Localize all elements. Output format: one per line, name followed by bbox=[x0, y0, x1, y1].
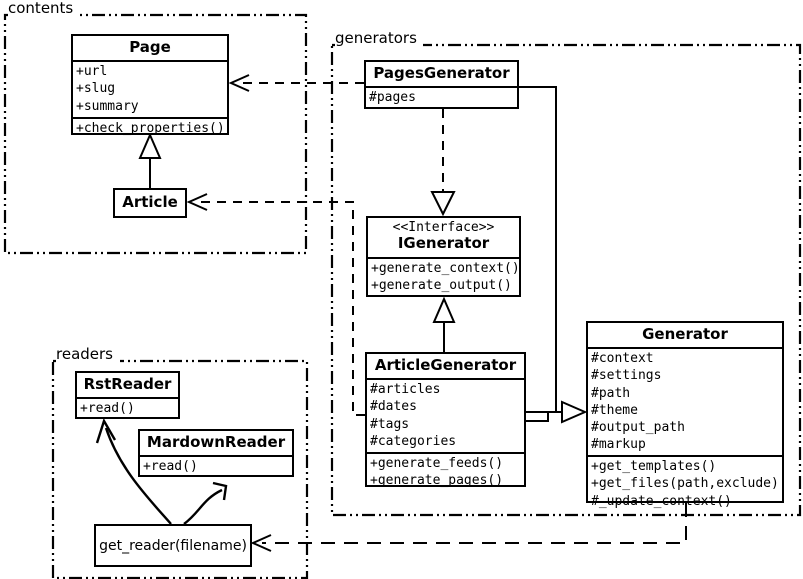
attribute-summary: +summary bbox=[76, 98, 139, 114]
class-operations-mardown-reader: +read() bbox=[140, 455, 292, 477]
operation-generate-context: +generate_context() bbox=[371, 260, 520, 276]
class-box-article[interactable]: Article bbox=[113, 188, 187, 218]
operation-check-properties: +check_properties() bbox=[76, 120, 225, 136]
operation-read-markdown: +read() bbox=[143, 459, 198, 475]
class-operations-article-generator: +generate_feeds() +generate_pages() bbox=[367, 451, 524, 491]
class-box-igenerator[interactable]: <<Interface>> IGenerator +generate_conte… bbox=[366, 216, 521, 297]
attribute-url: +url bbox=[76, 64, 108, 80]
class-stereotype-igenerator: <<Interface>> bbox=[392, 220, 495, 235]
class-box-article-generator[interactable]: ArticleGenerator #articles #dates #tags … bbox=[365, 352, 526, 488]
class-title-generator: Generator bbox=[642, 325, 728, 343]
class-attributes-article-generator: #articles #dates #tags #categories bbox=[367, 378, 524, 452]
attribute-settings: #settings bbox=[591, 368, 662, 384]
function-box-get-reader[interactable]: get_reader(filename) bbox=[94, 524, 252, 567]
package-label-readers: readers bbox=[56, 345, 113, 363]
class-box-mardown-reader[interactable]: MardownReader +read() bbox=[138, 429, 294, 477]
class-attributes-generator: #context #settings #path #theme #output_… bbox=[588, 347, 782, 455]
operation-get-templates: +get_templates() bbox=[591, 459, 717, 475]
class-title-page: Page bbox=[129, 38, 171, 56]
class-title-article-generator: ArticleGenerator bbox=[374, 356, 517, 374]
class-title-igenerator: IGenerator bbox=[397, 234, 490, 253]
class-operations-page: +check_properties() bbox=[73, 116, 227, 139]
operation-read-rst: +read() bbox=[80, 401, 135, 417]
connector-articlegenerator-extends-igenerator bbox=[432, 296, 456, 352]
attribute-tags: #tags bbox=[370, 416, 410, 432]
class-box-page[interactable]: Page +url +slug +summary +check_properti… bbox=[71, 34, 229, 136]
class-title-pages-generator: PagesGenerator bbox=[373, 64, 510, 82]
function-label-get-reader: get_reader(filename) bbox=[99, 537, 247, 554]
connector-article-extends-page bbox=[138, 132, 162, 188]
connector-pagesgenerator-to-page bbox=[228, 74, 364, 92]
class-operations-igenerator: +generate_context() +generate_output() bbox=[368, 256, 520, 296]
class-box-rst-reader[interactable]: RstReader +read() bbox=[75, 371, 180, 419]
attribute-output-path: #output_path bbox=[591, 419, 685, 435]
attribute-path: #path bbox=[591, 385, 631, 401]
attribute-articles: #articles bbox=[370, 382, 441, 398]
connector-pagesgenerator-realizes-igenerator bbox=[430, 109, 456, 217]
class-attributes-page: +url +slug +summary bbox=[73, 60, 227, 116]
operation-generate-feeds: +generate_feeds() bbox=[370, 455, 504, 471]
class-title-mardown-reader: MardownReader bbox=[146, 433, 286, 451]
attribute-dates: #dates bbox=[370, 399, 417, 415]
operation-update-context: #_update_context() bbox=[591, 493, 732, 509]
attribute-markup: #markup bbox=[591, 437, 646, 453]
class-operations-rst-reader: +read() bbox=[77, 397, 178, 419]
class-title-article: Article bbox=[122, 193, 178, 212]
package-label-generators: generators bbox=[335, 29, 417, 47]
attribute-context: #context bbox=[591, 351, 654, 367]
package-label-contents: contents bbox=[8, 0, 74, 17]
class-box-generator[interactable]: Generator #context #settings #path #them… bbox=[586, 321, 784, 509]
operation-get-files: +get_files(path,exclude) bbox=[591, 476, 779, 492]
connector-get-reader-creates-mardownreader bbox=[183, 481, 228, 525]
operation-generate-pages: +generate_pages() bbox=[370, 473, 504, 489]
class-title-rst-reader: RstReader bbox=[83, 375, 172, 393]
operation-generate-output: +generate_output() bbox=[371, 277, 512, 293]
attribute-pages: #pages bbox=[369, 90, 416, 106]
class-attributes-pages-generator: #pages bbox=[366, 86, 517, 108]
class-operations-generator: +get_templates() +get_files(path,exclude… bbox=[588, 455, 782, 511]
attribute-slug: +slug bbox=[76, 81, 116, 97]
connector-generators-extend-generator bbox=[519, 86, 588, 424]
connector-articlegenerator-to-article bbox=[186, 193, 365, 416]
class-box-pages-generator[interactable]: PagesGenerator #pages bbox=[364, 60, 519, 109]
attribute-theme: #theme bbox=[591, 402, 638, 418]
attribute-categories: #categories bbox=[370, 433, 457, 449]
